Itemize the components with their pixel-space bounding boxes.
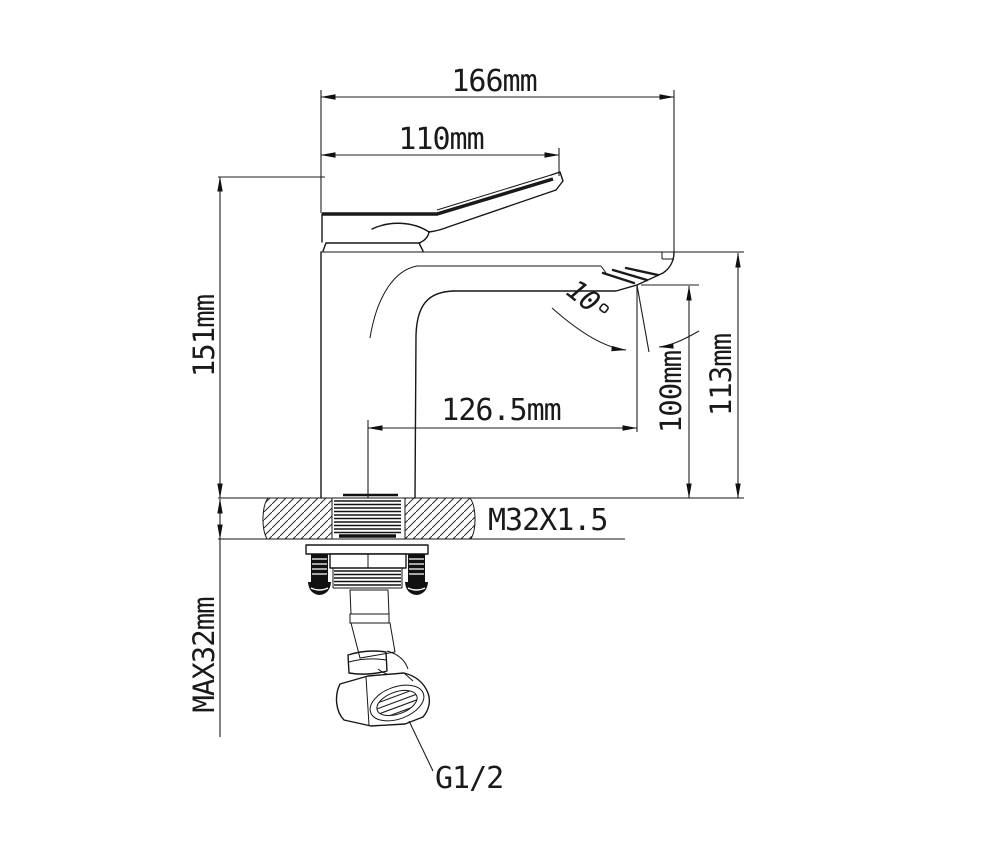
dim-label-113: 113mm [704,333,738,416]
dim-label-151: 151mm [187,294,221,377]
degree-symbol [599,303,609,314]
deck-hatch-left [262,498,332,539]
shank-threads-lower [332,568,403,589]
deck-break-edge-right [469,497,476,540]
nut-face-inner [376,689,418,717]
mount-bolt-left [308,554,331,595]
nut-facets [365,672,414,726]
mounting-flange-plate [305,544,429,555]
body-fillet-inner-curve [369,265,418,339]
deck-break-edge-left [262,497,269,540]
deck-hole-edges [331,498,406,539]
dim-label-angle: 10 [560,273,605,319]
inlet-nut [335,672,431,727]
deck-hatch-right [405,498,476,539]
supply-hose [347,589,409,678]
angle-leg-tilted [636,284,650,353]
dim-label-110: 110mm [398,122,483,157]
spout-underside-outer [452,284,638,292]
handle-lever-underside [428,189,557,233]
ext-lines-166 [320,90,675,252]
ext-lines-126 [367,285,638,498]
dim-label-max32: MAX32mm [187,597,221,713]
dim-label-126: 126.5mm [441,393,560,428]
angle-arc-left [551,307,627,352]
spout-front-edge [636,251,675,286]
dimension-overall-height: 151mm [187,176,325,499]
dim-label-100: 100mm [654,350,688,433]
dimension-outlet-height: 100mm [641,284,699,499]
hose-braid-lower [350,622,396,659]
spout-end-cap-detail [661,252,674,260]
dimension-overall-width: 166mm [320,64,675,252]
aerator-outlet [601,266,660,285]
mount-bolt-right [405,554,428,595]
handle-base-front-curve [371,222,430,233]
dim-label-166: 166mm [451,64,536,99]
mounting-hardware [305,544,429,595]
hose-ferrule [347,650,388,675]
dimension-spout-top-height: 113mm [704,252,741,499]
dimension-deck-thickness: MAX32mm [187,498,223,737]
countertop-section [218,497,744,540]
angle-label-group: 10 [560,273,609,319]
handle-lever-tip [550,171,564,191]
callout-inlet-thread: G1/2 [408,720,504,796]
handle-lever-top-edge [322,177,554,216]
hose-braid-upper [349,589,390,615]
hose-crimp-band [349,613,390,624]
hose-ferrule-band [348,658,387,663]
handle-lever-top-highlight [436,174,552,211]
handle-base-right-edge [418,231,430,244]
dimension-handle-width: 110mm [320,122,560,176]
handle-base-skirt [322,242,424,252]
mount-shank-threads [334,500,401,538]
label-mount-thread: M32X1.5 [488,503,607,538]
angle-arc-right [658,330,700,349]
dimension-spout-reach: 126.5mm [367,285,638,498]
spout-underside-inner [417,265,607,274]
body-right-curve-outer [414,290,454,499]
label-inlet-thread: G1/2 [435,761,503,796]
leader-line-g12 [408,720,434,772]
faucet-outline [320,171,744,499]
